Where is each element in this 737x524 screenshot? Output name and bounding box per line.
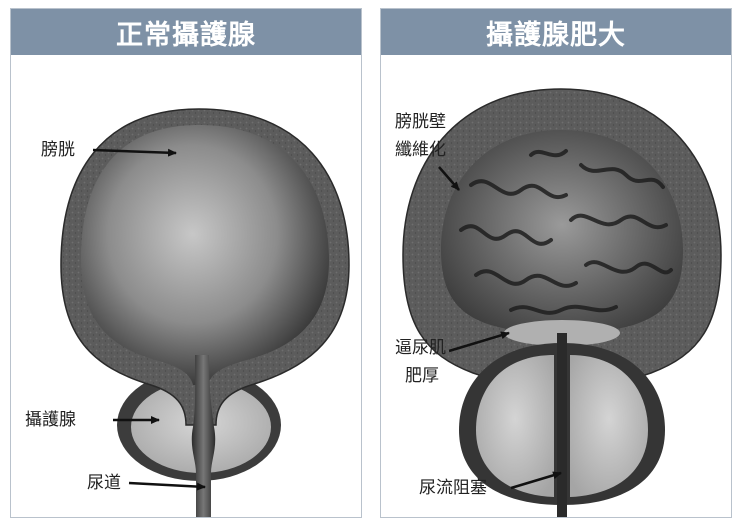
label-prostate: 攝護腺	[25, 410, 76, 430]
label-bladder: 膀胱	[41, 140, 75, 160]
enlarged-prostate-illustration: 膀胱壁 纖維化 逼尿肌 肥厚 尿流阻塞	[381, 55, 731, 517]
label-obstruction: 尿流阻塞	[419, 478, 487, 498]
label-detrusor-2: 肥厚	[405, 366, 439, 386]
panel-title: 正常攝護腺	[11, 9, 361, 55]
normal-prostate-svg: 膀胱 攝護腺 尿道	[11, 55, 361, 517]
enlarged-prostate-svg: 膀胱壁 纖維化 逼尿肌 肥厚 尿流阻塞	[381, 55, 731, 517]
normal-prostate-panel: 正常攝護腺	[10, 8, 362, 518]
enlarged-prostate-panel: 攝護腺肥大	[380, 8, 732, 518]
arrow-urethra	[129, 483, 205, 487]
label-wall-fibrosis-2: 纖維化	[395, 140, 446, 160]
label-urethra: 尿道	[87, 473, 121, 493]
label-detrusor-1: 逼尿肌	[395, 338, 446, 358]
normal-prostate-illustration: 膀胱 攝護腺 尿道	[11, 55, 361, 517]
urethra-compressed	[557, 333, 567, 517]
label-wall-fibrosis-1: 膀胱壁	[395, 112, 446, 132]
panel-title: 攝護腺肥大	[381, 9, 731, 55]
